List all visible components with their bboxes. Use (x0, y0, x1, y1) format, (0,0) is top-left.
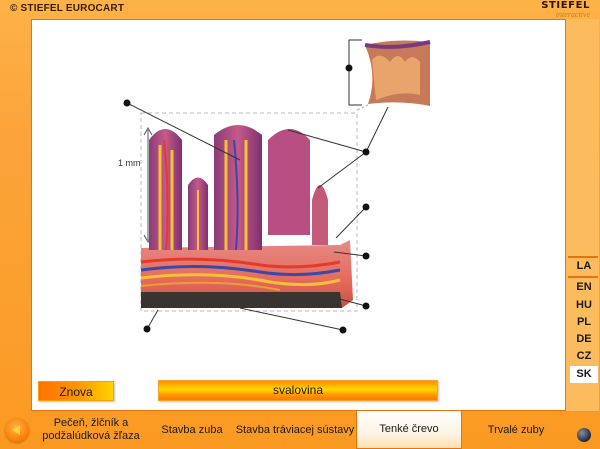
label-marker-dot[interactable] (362, 203, 370, 211)
nav-item-tenke-crevo[interactable]: Tenké črevo (356, 411, 462, 449)
lang-sk[interactable]: SK (570, 366, 598, 383)
reset-button[interactable]: Znova (38, 381, 114, 401)
tissue-section (140, 125, 353, 308)
lang-pl[interactable]: PL (576, 316, 592, 328)
brand-subtitle: interactive (555, 10, 590, 19)
nav-item-stavba-zuba[interactable]: Stavba zuba (161, 423, 223, 436)
lang-la[interactable]: LA (576, 260, 592, 272)
nav-item-trvale-zuby[interactable]: Trvalé zuby (487, 423, 545, 436)
label-marker-dot[interactable] (362, 148, 370, 156)
inset-image (362, 40, 434, 106)
label-marker-dot[interactable] (362, 302, 370, 310)
label-markers (123, 64, 370, 334)
nav-item-stavba-traviacej-sustavy[interactable]: Stavba tráviacej sústavy (235, 423, 355, 436)
brand-logo: STIEFEL interactive (541, 0, 590, 20)
label-marker-dot[interactable] (362, 252, 370, 260)
lang-hu[interactable]: HU (576, 299, 592, 311)
copyright-label: © STIEFEL EUROCART (10, 3, 125, 14)
scale-label: 1 mm (118, 158, 141, 168)
label-marker-dot[interactable] (123, 99, 131, 107)
zoom-region-outline (140, 112, 358, 312)
language-divider (568, 276, 598, 278)
inset-bracket (348, 39, 362, 106)
answer-label: svalovina (158, 380, 438, 401)
lang-cz[interactable]: CZ (576, 350, 592, 362)
lang-de[interactable]: DE (576, 333, 592, 345)
label-marker-dot[interactable] (345, 64, 353, 72)
language-panel (566, 19, 599, 411)
arrow-left-icon[interactable] (5, 418, 29, 442)
brand-name: STIEFEL (541, 0, 590, 11)
label-marker-dot[interactable] (339, 326, 347, 334)
scale-bar (143, 126, 153, 244)
language-divider (568, 256, 598, 258)
nav-item-pecen[interactable]: Pečeň, žlčník a podžalúdková žľaza (42, 417, 140, 442)
label-marker-dot[interactable] (143, 325, 151, 333)
leader-lines (126, 102, 389, 331)
sphere-icon[interactable] (577, 428, 591, 442)
lang-en[interactable]: EN (576, 281, 592, 293)
